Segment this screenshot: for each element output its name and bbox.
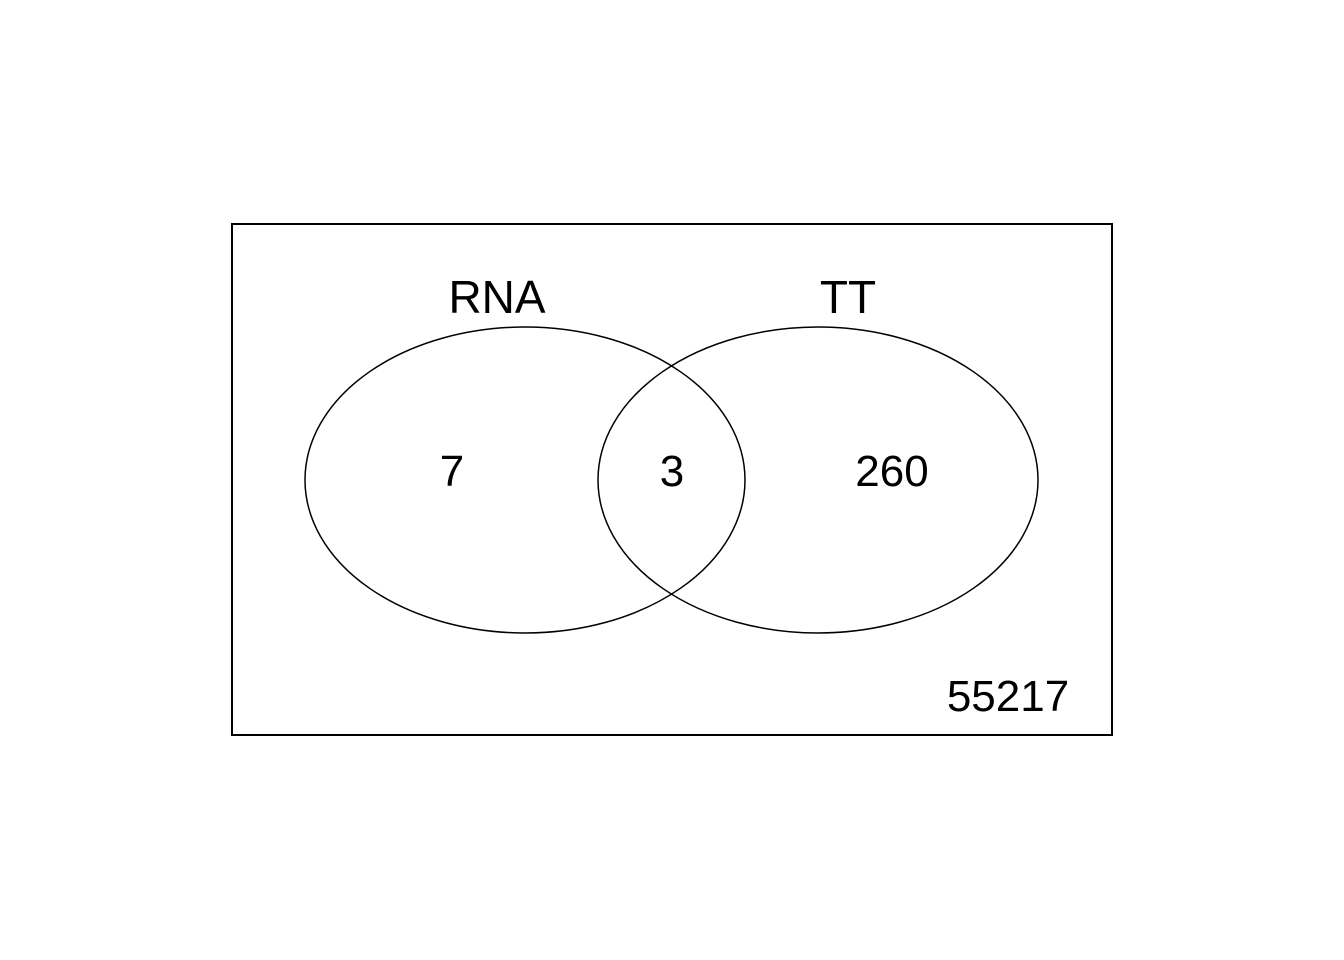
region-intersection-count: 3 — [660, 447, 684, 496]
universe-box — [231, 223, 1113, 736]
set-tt-label: TT — [820, 271, 876, 323]
set-tt-circle — [597, 326, 1039, 634]
set-rna-circle — [304, 326, 746, 634]
region-only-rna-count: 7 — [440, 447, 464, 496]
region-outside-count: 55217 — [947, 672, 1069, 721]
set-rna-label: RNA — [448, 271, 545, 323]
region-only-tt-count: 260 — [855, 447, 928, 496]
